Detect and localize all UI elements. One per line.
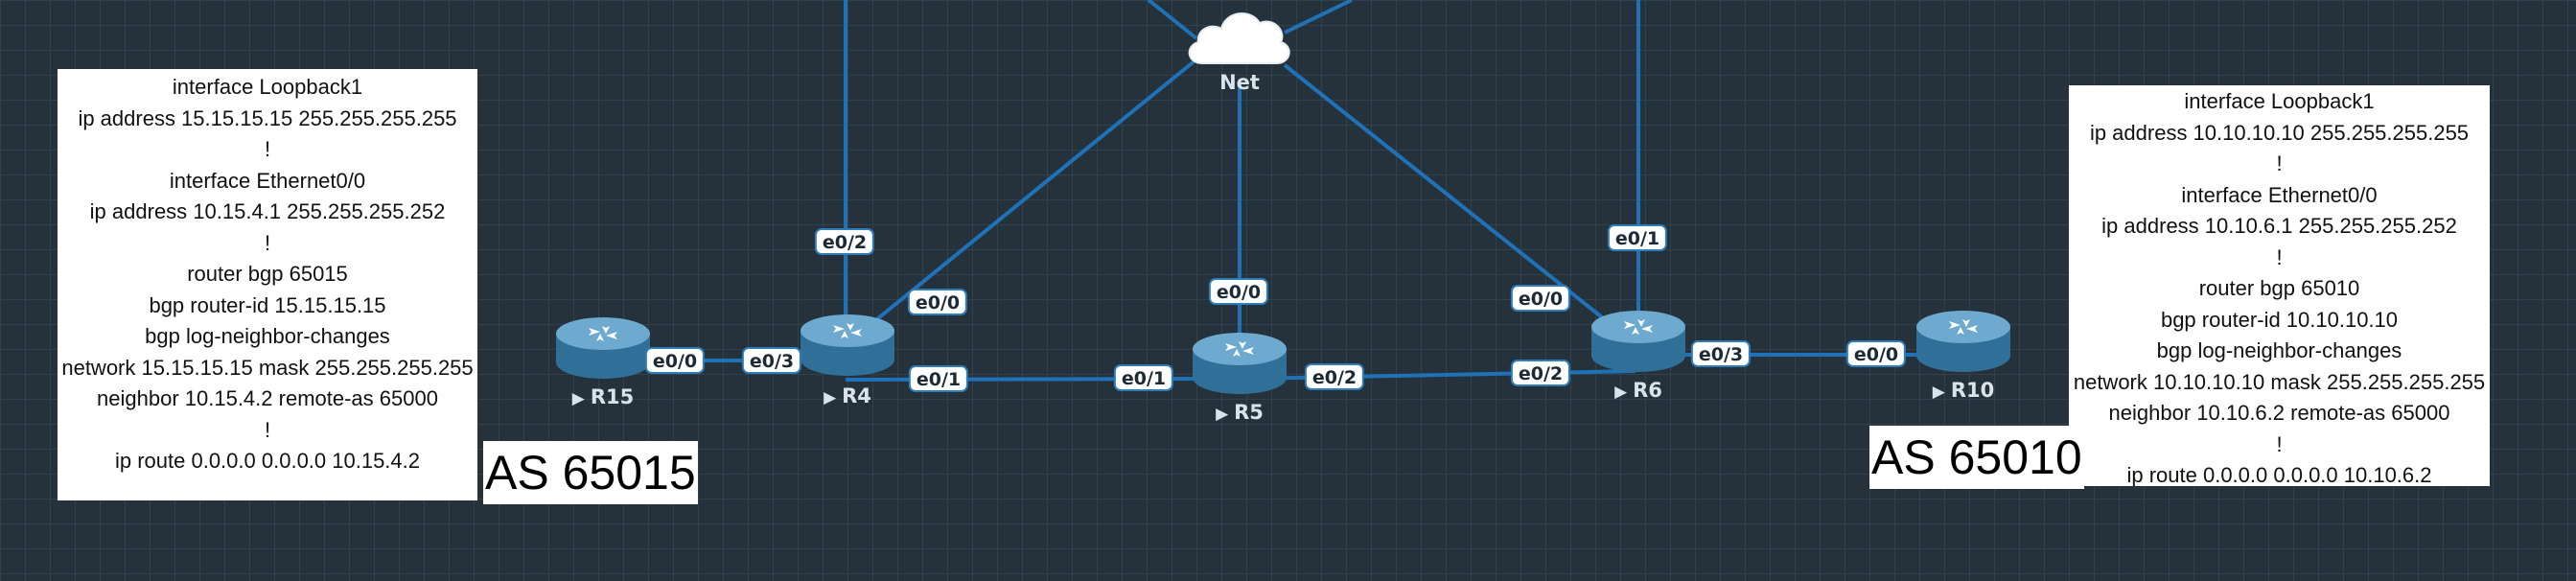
port-r6-e0-3[interactable]: e0/3 xyxy=(1690,340,1752,367)
r4-name: R4 xyxy=(842,384,871,407)
link-net-r6[interactable] xyxy=(1283,63,1632,341)
router-r4[interactable]: ▶R4 xyxy=(795,310,900,407)
node-net[interactable]: Net xyxy=(1181,4,1296,100)
node-label-r4: ▶R4 xyxy=(824,384,871,407)
config-line: ip route 0.0.0.0 0.0.0.0 10.15.4.2 xyxy=(114,449,421,473)
config-line: ! xyxy=(2276,151,2283,175)
config-line: ip route 0.0.0.0 0.0.0.0 10.10.6.2 xyxy=(2126,463,2432,486)
config-line: router bgp 65015 xyxy=(187,262,348,286)
router-icon xyxy=(801,314,894,376)
port-r5-e0-2[interactable]: e0/2 xyxy=(1304,363,1365,390)
link-r4-r5[interactable] xyxy=(845,377,1238,382)
config-line: ! xyxy=(264,230,271,255)
config-line: ip address 10.10.10.10 255.255.255.255 xyxy=(2089,120,2470,145)
config-line: bgp router-id 10.10.10.10 xyxy=(2160,307,2399,332)
config-line: ip address 10.10.6.1 255.255.255.252 xyxy=(2101,214,2457,238)
router-r5[interactable]: ▶R5 xyxy=(1187,328,1292,424)
config-line: interface Ethernet0/0 xyxy=(2181,182,2378,207)
config-line: network 10.10.10.10 mask 255.255.255.255 xyxy=(2073,369,2486,394)
port-r4-e0-0[interactable]: e0/0 xyxy=(907,289,968,315)
node-label-r15: ▶R15 xyxy=(571,385,635,408)
router-icon xyxy=(1193,333,1287,394)
config-line: ! xyxy=(264,137,271,161)
config-line: network 15.15.15.15 mask 255.255.255.255 xyxy=(61,355,474,380)
port-r6-e0-2[interactable]: e0/2 xyxy=(1510,360,1571,386)
link-r4-net[interactable] xyxy=(861,58,1198,333)
port-r5-e0-0[interactable]: e0/0 xyxy=(1208,278,1269,305)
port-r6-e0-0[interactable]: e0/0 xyxy=(1510,285,1571,312)
config-line: ! xyxy=(264,417,271,442)
router-icon xyxy=(1591,311,1685,372)
link-net-upright[interactable] xyxy=(1284,0,1353,35)
config-line: bgp log-neighbor-changes xyxy=(145,324,390,348)
config-note-left[interactable]: interface Loopback1 ip address 15.15.15.… xyxy=(58,69,477,500)
r10-name: R10 xyxy=(1950,379,1995,402)
config-line: interface Ethernet0/0 xyxy=(169,168,366,193)
config-line: ip address 15.15.15.15 255.255.255.255 xyxy=(78,105,457,130)
config-line: neighbor 10.10.6.2 remote-as 65000 xyxy=(2108,401,2450,425)
config-line: bgp log-neighbor-changes xyxy=(2156,338,2402,362)
router-r6[interactable]: ▶R6 xyxy=(1586,306,1691,402)
router-icon xyxy=(556,317,650,379)
port-r15-e0-0[interactable]: e0/0 xyxy=(644,347,706,374)
as-label-left[interactable]: AS 65015 xyxy=(483,441,698,504)
node-label-r5: ▶R5 xyxy=(1216,401,1264,424)
port-r10-e0-0[interactable]: e0/0 xyxy=(1845,340,1907,367)
config-note-right[interactable]: interface Loopback1 ip address 10.10.10.… xyxy=(2069,85,2490,486)
node-label-net: Net xyxy=(1219,71,1260,94)
node-label-r6: ▶R6 xyxy=(1614,379,1662,402)
node-label-r10: ▶R10 xyxy=(1932,379,1995,402)
cloud-icon xyxy=(1188,12,1290,64)
as-label-right[interactable]: AS 65010 xyxy=(1869,426,2084,489)
config-line: neighbor 10.15.4.2 remote-as 65000 xyxy=(97,386,438,410)
config-line: ip address 10.15.4.1 255.255.255.252 xyxy=(89,199,446,223)
config-line: ! xyxy=(2276,244,2283,269)
config-line: interface Loopback1 xyxy=(2184,89,2375,113)
link-net-upleft[interactable] xyxy=(1147,0,1198,40)
config-line: router bgp 65010 xyxy=(2198,276,2360,300)
port-r4-e0-3[interactable]: e0/3 xyxy=(741,347,802,374)
router-r15[interactable]: ▶R15 xyxy=(550,313,656,408)
config-line: ! xyxy=(2276,431,2283,456)
port-r4-e0-2[interactable]: e0/2 xyxy=(814,228,875,255)
port-r5-e0-1[interactable]: e0/1 xyxy=(1113,364,1174,391)
r15-name: R15 xyxy=(590,385,635,408)
config-line: interface Loopback1 xyxy=(172,75,363,99)
port-r4-e0-1[interactable]: e0/1 xyxy=(908,365,969,392)
router-icon xyxy=(1916,311,2010,372)
r6-name: R6 xyxy=(1633,379,1662,402)
port-r6-e0-1[interactable]: e0/1 xyxy=(1607,224,1668,251)
r5-name: R5 xyxy=(1234,401,1264,424)
config-line: bgp router-id 15.15.15.15 xyxy=(149,292,386,317)
router-r10[interactable]: ▶R10 xyxy=(1911,306,2016,402)
